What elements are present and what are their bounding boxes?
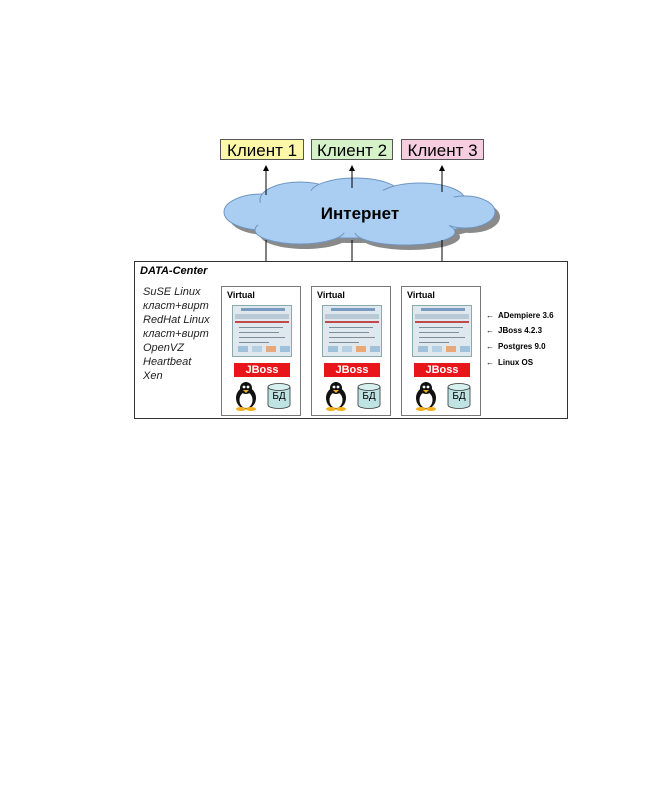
app-screenshot-thumbnail (412, 305, 472, 357)
virtual-machine-2: Virtual JBoss БД (311, 286, 391, 416)
app-screenshot-thumbnail (322, 305, 382, 357)
datacenter-stack-list: SuSE Linux класт+вирт RedHat Linux класт… (143, 285, 210, 383)
vm-label: Virtual (227, 290, 255, 300)
jboss-label: JBoss (324, 363, 380, 377)
jboss-label: JBoss (414, 363, 470, 377)
virtual-machine-1: Virtual JBoss БД (221, 286, 301, 416)
arrow-left-icon: ← (486, 326, 494, 335)
stack-item: RedHat Linux (143, 314, 210, 326)
layer-label-jboss: ←JBoss 4.2.3 (486, 326, 543, 335)
arrow-left-icon: ← (486, 358, 494, 367)
stack-item: Xen (143, 370, 163, 382)
database-icon (267, 383, 291, 409)
linux-tux-icon (236, 382, 256, 411)
database-icon (447, 383, 471, 409)
client-box-1: Клиент 1 (220, 139, 304, 160)
layer-label-adempiere: ←ADempiere 3.6 (486, 311, 554, 320)
database-label: БД (452, 391, 466, 402)
linux-tux-icon (326, 382, 346, 411)
internet-label: Интернет (320, 204, 400, 223)
stack-item: класт+вирт (143, 328, 209, 340)
database-label: БД (272, 391, 286, 402)
stack-item: SuSE Linux (143, 286, 201, 298)
jboss-label: JBoss (234, 363, 290, 377)
database-label: БД (362, 391, 376, 402)
stack-item: OpenVZ (143, 342, 184, 354)
layer-label-postgres: ←Postgres 9.0 (486, 342, 546, 351)
datacenter-title: DATA-Center (140, 265, 208, 277)
arrow-left-icon: ← (486, 342, 494, 351)
database-icon (357, 383, 381, 409)
client-box-3: Клиент 3 (401, 139, 484, 160)
virtual-machine-3: Virtual JBoss БД (401, 286, 481, 416)
vm-label: Virtual (407, 290, 435, 300)
vm-label: Virtual (317, 290, 345, 300)
stack-item: Heartbeat (143, 356, 192, 368)
app-screenshot-thumbnail (232, 305, 292, 357)
client-box-2: Клиент 2 (311, 139, 393, 160)
linux-tux-icon (416, 382, 436, 411)
layer-label-linux: ←Linux OS (486, 358, 534, 367)
stack-item: класт+вирт (143, 300, 209, 312)
arrow-left-icon: ← (486, 311, 494, 320)
